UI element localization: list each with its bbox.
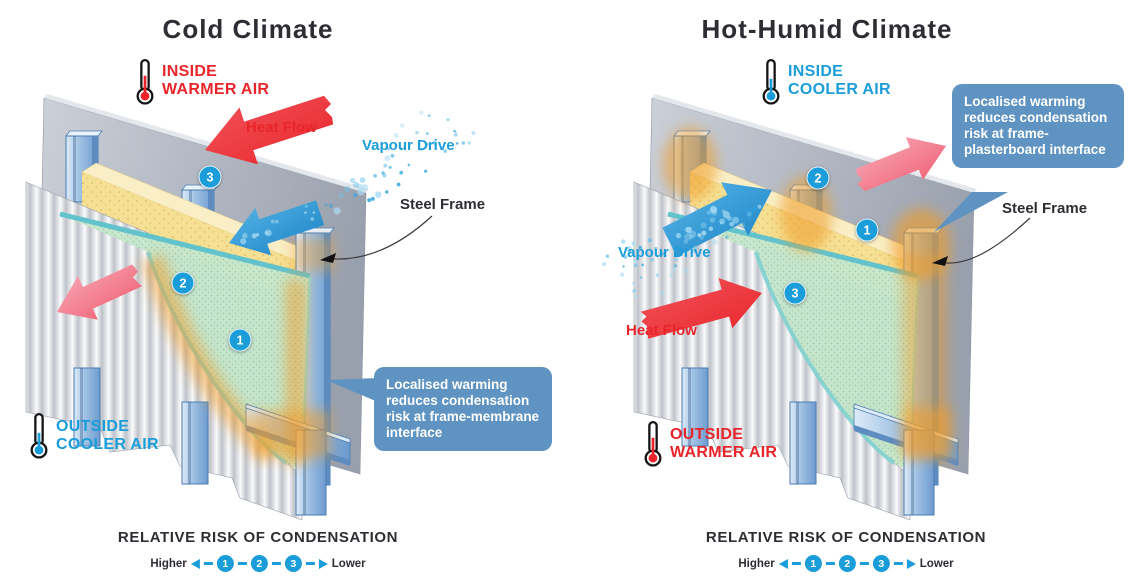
legend-scale: Higher 1 2 3 Lower [150, 555, 366, 572]
cold-heat-flow-arrow [205, 95, 334, 165]
legend-scale: Higher 1 2 3 Lower [738, 555, 954, 572]
risk-marker: 1 [855, 218, 879, 242]
hot-wall-assembly [602, 94, 1031, 520]
vapour-dots [602, 204, 762, 299]
inside-air-line1: INSIDE [788, 63, 844, 80]
legend-step: 3 [284, 555, 302, 572]
hot-warming-glow [663, 127, 952, 460]
cold-callout-tail [326, 378, 378, 402]
heat-flow-label: Heat Flow [246, 119, 317, 136]
inside-air-label: INSIDE WARMER AIR [162, 63, 269, 99]
legend-title: RELATIVE RISK OF CONDENSATION [117, 529, 399, 546]
outside-air-label: OUTSIDE WARMER AIR [670, 426, 777, 462]
panel-title-hot: Hot-Humid Climate [701, 14, 953, 44]
legend-higher: Higher [738, 557, 775, 570]
outside-air-label: OUTSIDE COOLER AIR [56, 418, 159, 454]
outside-air-line1: OUTSIDE [56, 418, 130, 435]
inside-air-label: INSIDE COOLER AIR [788, 63, 891, 99]
risk-marker: 1 [228, 328, 252, 352]
risk-legend: RELATIVE RISK OF CONDENSATION Higher 1 2… [706, 529, 986, 572]
cold-heat-exit-arrow [57, 264, 142, 320]
thermometer-warm-icon [644, 420, 662, 467]
outside-air-line2: WARMER AIR [670, 444, 778, 461]
legend-higher: Higher [150, 557, 187, 570]
steel-frame-label: Steel Frame [1002, 200, 1088, 217]
legend-lower: Lower [919, 557, 954, 570]
vapour-dots [240, 110, 476, 245]
arrow-left-icon [778, 558, 788, 569]
steel-frame-pointer [932, 217, 1031, 266]
arrow-left-icon [190, 558, 200, 569]
steel-frame-label: Steel Frame [400, 196, 486, 213]
thermometer-cool-icon [762, 58, 780, 105]
hot-callout-tail [934, 192, 1008, 232]
arrow-right-icon [318, 558, 328, 569]
panel-title-cold: Cold Climate [162, 14, 334, 44]
cold-warming-glow [140, 238, 334, 465]
legend-step: 3 [872, 555, 890, 572]
hot-callout: Localised warming reduces condensation r… [952, 84, 1124, 168]
inside-air-line2: WARMER AIR [162, 81, 270, 98]
cold-wall-assembly [26, 94, 476, 520]
thermometer-warm-icon [136, 58, 154, 105]
risk-marker: 3 [198, 165, 222, 189]
risk-marker: 3 [783, 281, 807, 305]
vapour-drive-label: Vapour Drive [618, 244, 711, 261]
hot-heat-flow-arrow [640, 278, 762, 339]
legend-title: RELATIVE RISK OF CONDENSATION [705, 529, 987, 546]
legend-lower: Lower [331, 557, 366, 570]
risk-marker: 2 [806, 166, 830, 190]
cold-callout: Localised warming reduces condensation r… [374, 367, 552, 451]
legend-step: 2 [250, 555, 268, 572]
arrow-right-icon [906, 558, 916, 569]
inside-air-line1: INSIDE [162, 63, 218, 80]
heat-flow-label: Heat Flow [626, 322, 697, 339]
inside-air-line2: COOLER AIR [788, 81, 891, 98]
risk-marker: 2 [171, 271, 195, 295]
hot-heat-exit-arrow [856, 137, 946, 192]
cold-vapour-drive-arrow [229, 200, 325, 256]
legend-step: 1 [216, 555, 234, 572]
steel-frame-pointer [320, 215, 433, 263]
vapour-drive-label: Vapour Drive [362, 137, 455, 154]
thermometer-cool-icon [30, 412, 48, 459]
outside-air-line2: COOLER AIR [56, 436, 159, 453]
outside-air-line1: OUTSIDE [670, 426, 744, 443]
legend-step: 2 [838, 555, 856, 572]
legend-step: 1 [804, 555, 822, 572]
risk-legend: RELATIVE RISK OF CONDENSATION Higher 1 2… [118, 529, 398, 572]
